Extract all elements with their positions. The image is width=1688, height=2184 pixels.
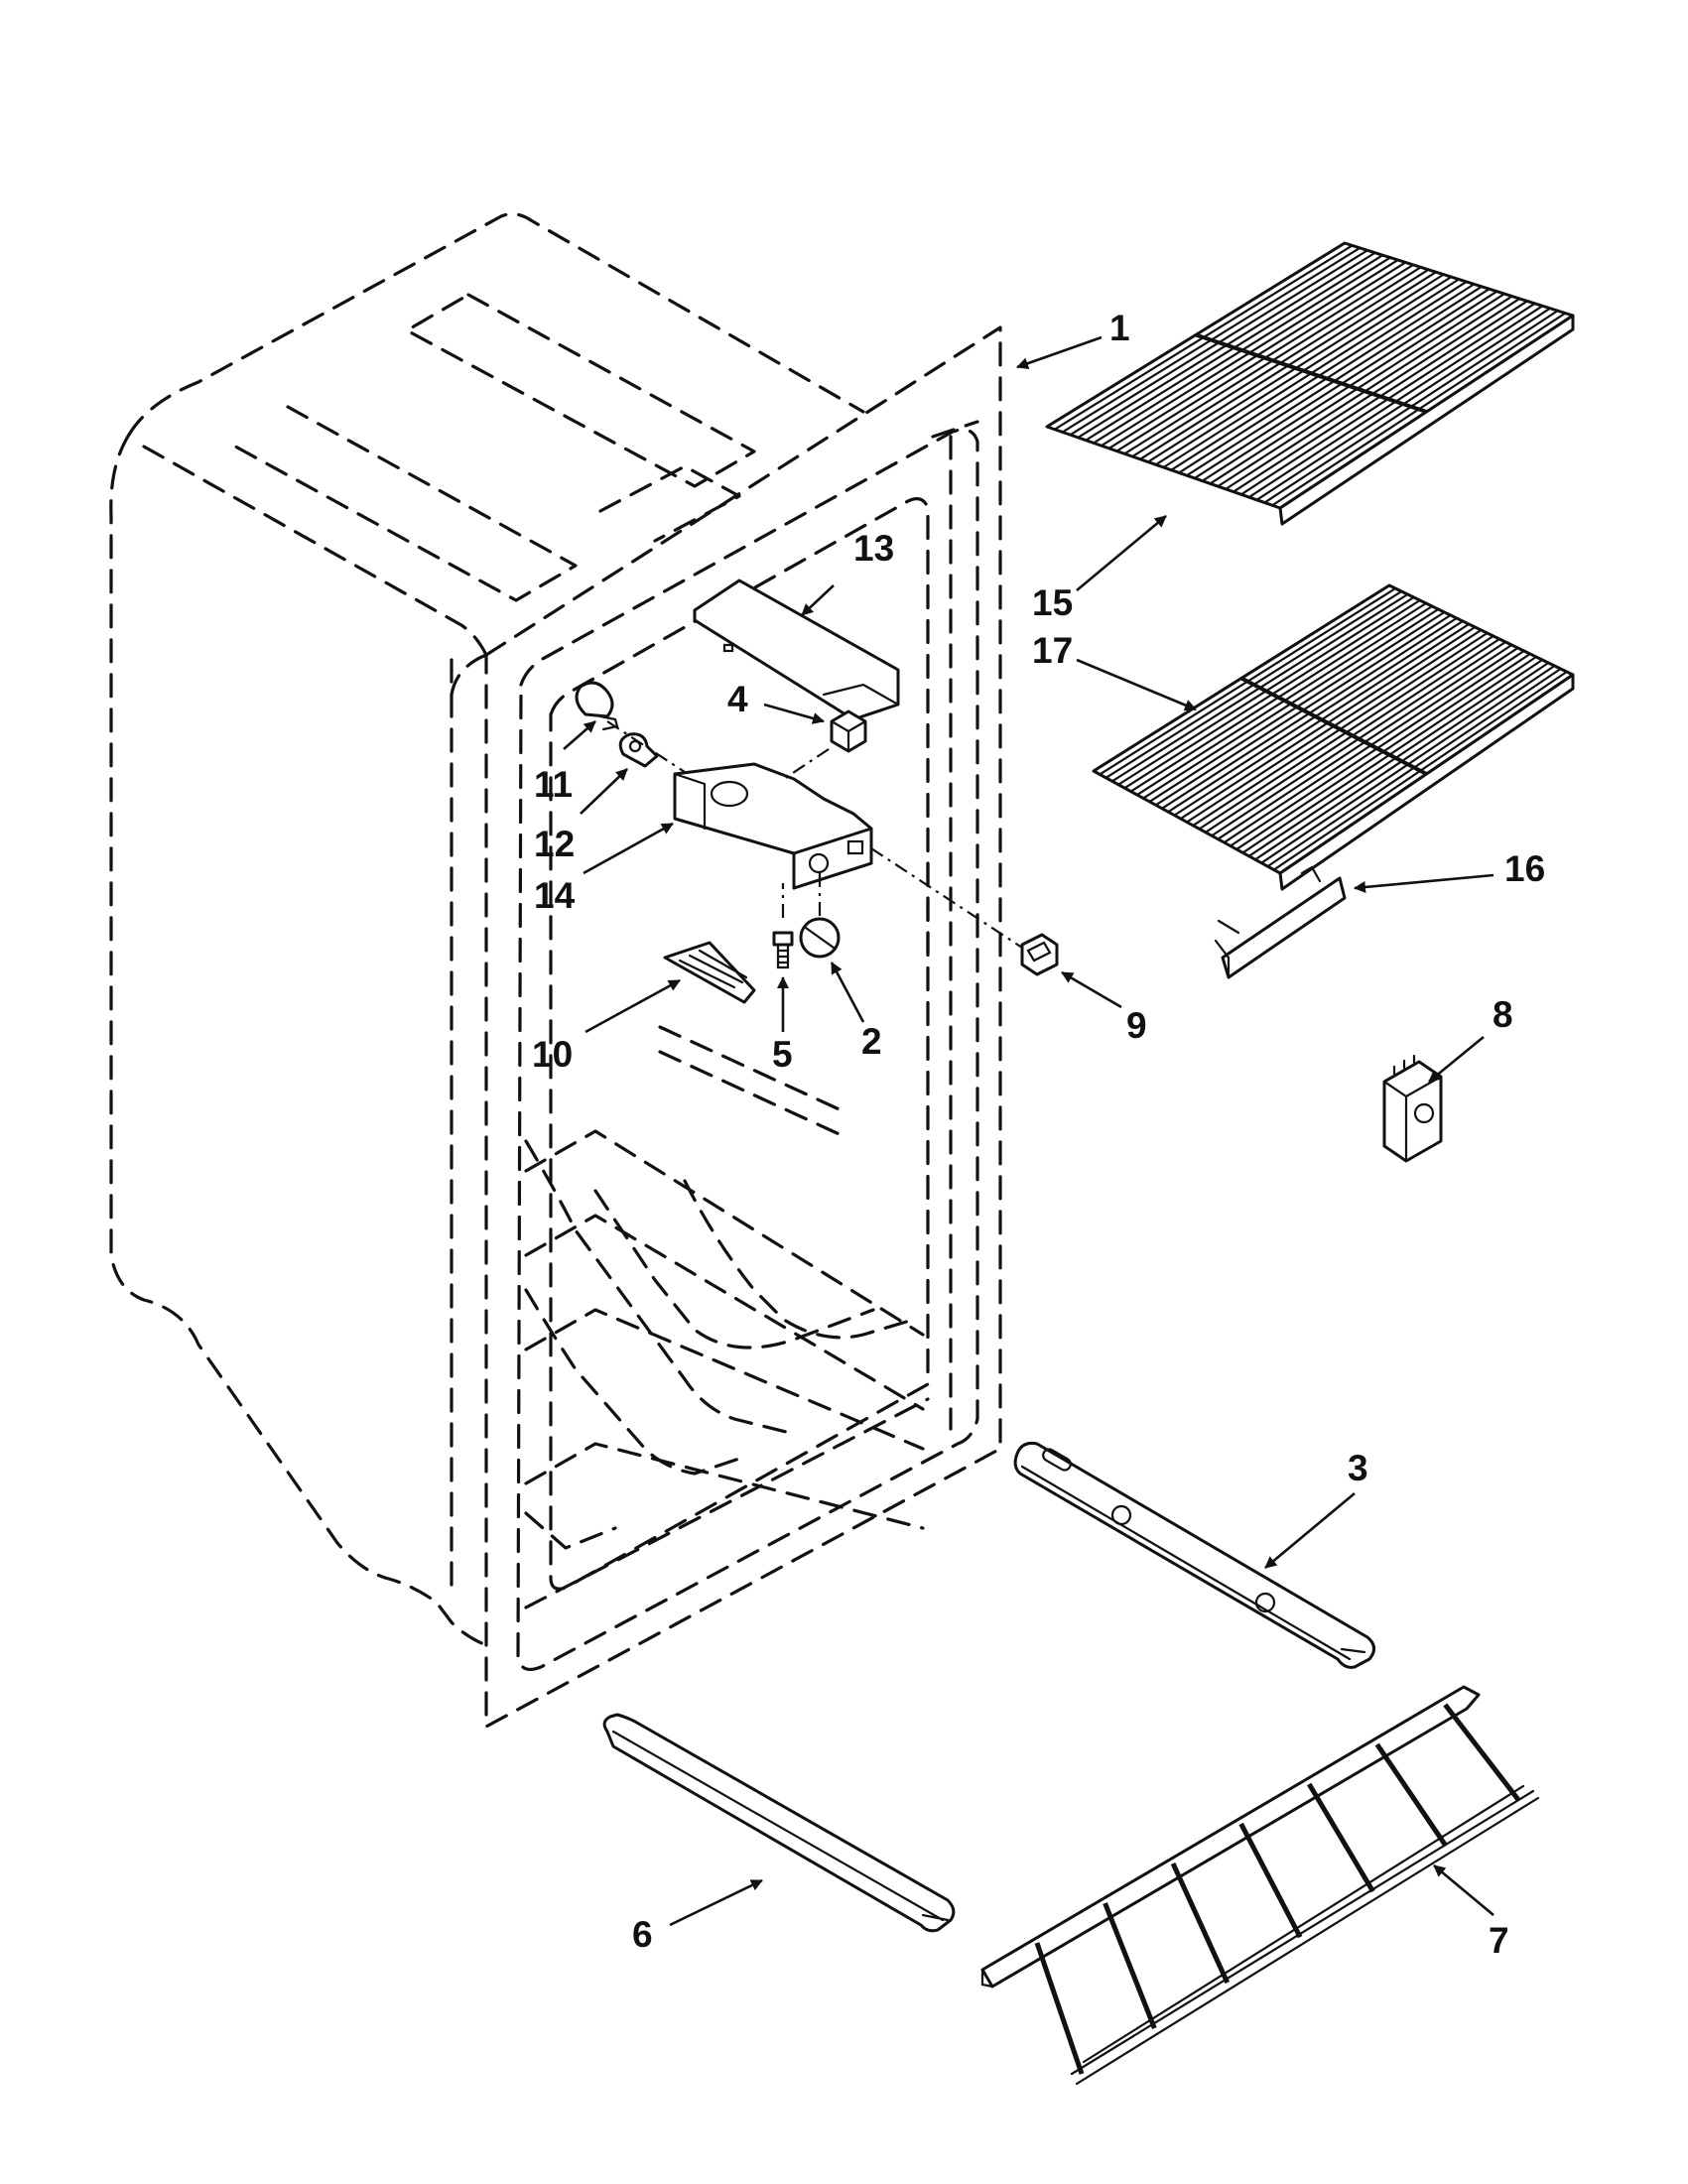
callout-2: 2 [861, 1021, 882, 1062]
wire-shelf-top [1045, 241, 1575, 526]
callout-4: 4 [727, 679, 748, 719]
callout-13: 13 [853, 528, 894, 569]
callout-9: 9 [1126, 1005, 1147, 1046]
lamp-socket [618, 732, 659, 768]
callout-7: 7 [1489, 1920, 1509, 1961]
callout-11: 11 [534, 764, 573, 805]
ladder-rung [1443, 1703, 1521, 1802]
control-knob [799, 917, 841, 959]
control-housing [673, 762, 873, 890]
callout-labels: 1 2 3 4 5 6 7 8 9 10 11 12 13 14 15 16 1… [532, 308, 1545, 1961]
air-diffuser [663, 941, 756, 1004]
ladder-rung [1374, 1742, 1449, 1848]
light-socket [830, 709, 867, 753]
ladder-rung [1307, 1782, 1375, 1893]
basket-slide [980, 1685, 1540, 2086]
callout-8: 8 [1493, 994, 1513, 1035]
ladder-rung [1170, 1862, 1231, 1985]
temperature-control [1382, 1054, 1443, 1163]
shelf-center-bar [1240, 676, 1428, 776]
ladder-rung [1103, 1902, 1157, 2029]
side-rail-left [602, 1713, 956, 1933]
callout-3: 3 [1348, 1448, 1368, 1488]
light-switch [1020, 933, 1059, 976]
assembly-lines [606, 720, 1023, 949]
shelf-rail-clip [1214, 865, 1347, 979]
callout-1: 1 [1109, 308, 1130, 348]
ladder-rung [1238, 1822, 1303, 1939]
wire-shelf-lower [1092, 583, 1575, 891]
callout-5: 5 [772, 1034, 793, 1075]
cabinet-outline [109, 212, 1002, 1729]
light-bulb [575, 681, 619, 731]
callout-17: 17 [1032, 630, 1073, 671]
callout-6: 6 [632, 1914, 653, 1955]
callout-10: 10 [532, 1034, 573, 1075]
callout-14: 14 [534, 875, 576, 916]
light-shield [693, 578, 900, 721]
screw [772, 931, 794, 969]
callout-12: 12 [534, 824, 575, 864]
callout-16: 16 [1504, 848, 1545, 889]
side-rail-right [1013, 1442, 1375, 1669]
leader-lines [563, 335, 1494, 1927]
ladder-rung [1034, 1942, 1085, 2075]
shelf-center-bar [1195, 332, 1428, 414]
callout-15: 15 [1032, 582, 1073, 623]
